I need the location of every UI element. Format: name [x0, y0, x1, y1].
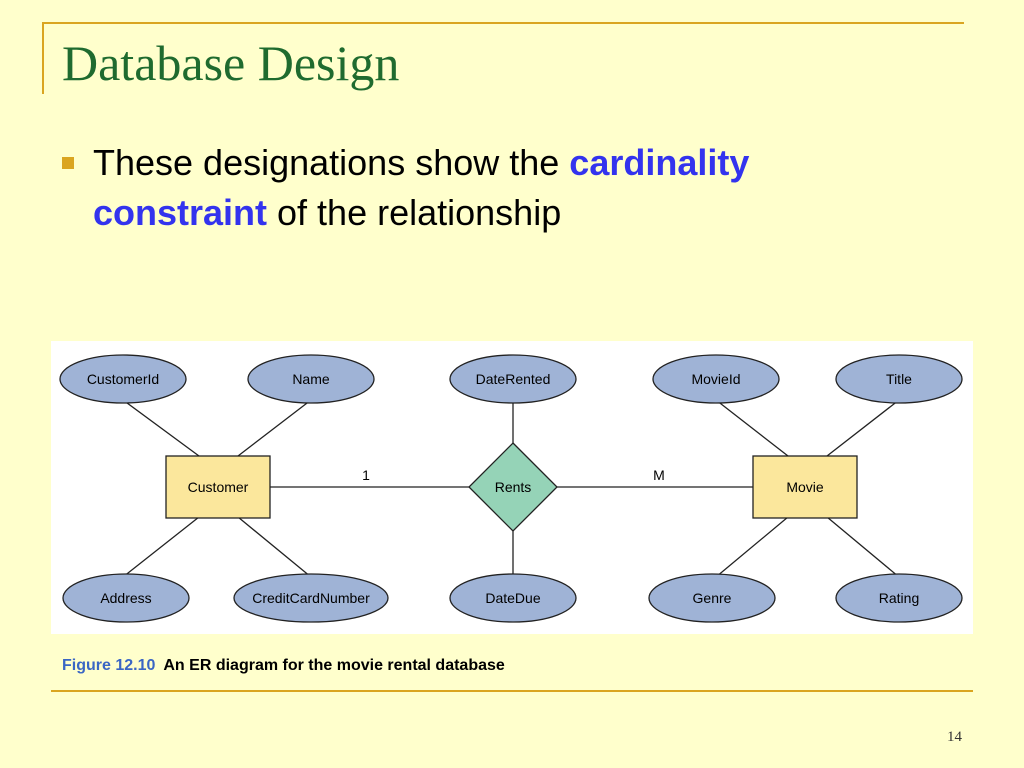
attribute-creditcardnumber — [233, 573, 389, 623]
relationship-rents-label: Rents — [495, 479, 532, 495]
attribute-name-label: Name — [292, 371, 330, 387]
figure-caption: Figure 12.10 An ER diagram for the movie … — [62, 657, 505, 675]
entity-movie-label: Movie — [786, 479, 824, 495]
left-border-line — [42, 22, 44, 94]
bottom-border-line — [51, 690, 973, 692]
edge-customerid-customer — [122, 399, 200, 457]
er-diagram-svg: Customer Movie Rents 1 M CustomerId Name… — [59, 354, 963, 623]
page-number: 14 — [947, 729, 962, 745]
er-diagram: Customer Movie Rents 1 M CustomerId Name… — [51, 341, 973, 634]
attribute-datedue — [449, 573, 577, 623]
attribute-movieid-label: MovieId — [691, 371, 740, 387]
edge-title-movie — [826, 399, 900, 457]
attribute-name — [247, 354, 375, 404]
edge-customer-creditcard — [237, 516, 312, 578]
slide-title: Database Design — [62, 35, 400, 91]
edge-movieid-movie — [715, 399, 789, 457]
top-border-line — [42, 22, 964, 24]
relationship-rents — [468, 442, 558, 532]
bullet-text-before: These designations show the — [93, 142, 570, 183]
edge-movie-rating — [826, 516, 900, 578]
attribute-rating — [835, 573, 963, 623]
attribute-genre-label: Genre — [693, 590, 732, 606]
entity-movie — [752, 455, 858, 519]
edge-movie-genre — [715, 516, 789, 578]
bullet-text-after: of the relationship — [267, 192, 562, 233]
attribute-title — [835, 354, 963, 404]
figure-caption-text: An ER diagram for the movie rental datab… — [163, 657, 505, 674]
attribute-title-label: Title — [886, 371, 912, 387]
attribute-movieid — [652, 354, 780, 404]
attribute-address — [62, 573, 190, 623]
attribute-daterented-label: DateRented — [476, 371, 551, 387]
bullet-text: These designations show the cardinality … — [93, 138, 913, 238]
attribute-address-label: Address — [100, 590, 151, 606]
attribute-creditcardnumber-label: CreditCardNumber — [252, 590, 370, 606]
entity-customer-label: Customer — [188, 479, 249, 495]
attribute-datedue-label: DateDue — [485, 590, 540, 606]
attribute-rating-label: Rating — [879, 590, 919, 606]
bullet-highlight: cardinality constraint — [93, 142, 750, 233]
attribute-customerid-label: CustomerId — [87, 371, 159, 387]
figure-number: Figure 12.10 — [62, 657, 156, 674]
attribute-daterented — [449, 354, 577, 404]
attribute-genre — [648, 573, 776, 623]
edge-name-customer — [237, 399, 312, 457]
cardinality-one: 1 — [362, 467, 370, 483]
square-bullet-icon — [62, 157, 74, 169]
entity-customer — [165, 455, 271, 519]
cardinality-many: M — [653, 467, 665, 483]
edge-customer-address — [122, 516, 200, 578]
attribute-customerid — [59, 354, 187, 404]
